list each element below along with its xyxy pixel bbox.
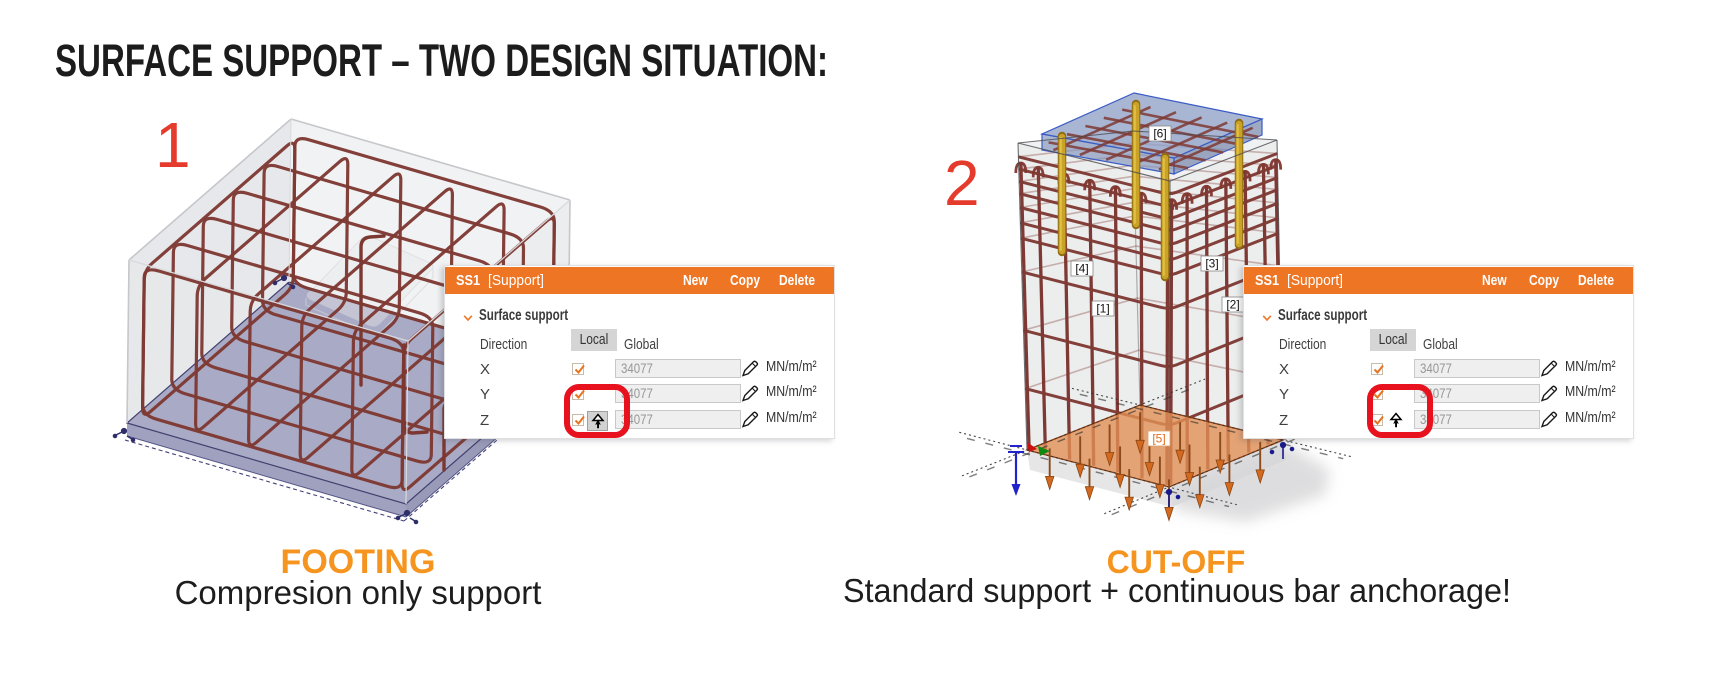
svg-text:[2]: [2] bbox=[1226, 298, 1239, 312]
svg-text:[5]: [5] bbox=[1152, 432, 1165, 446]
svg-text:[4]: [4] bbox=[1075, 262, 1088, 276]
svg-text:[6]: [6] bbox=[1153, 127, 1166, 141]
svg-text:[3]: [3] bbox=[1205, 257, 1218, 271]
svg-text:[1]: [1] bbox=[1096, 302, 1109, 316]
